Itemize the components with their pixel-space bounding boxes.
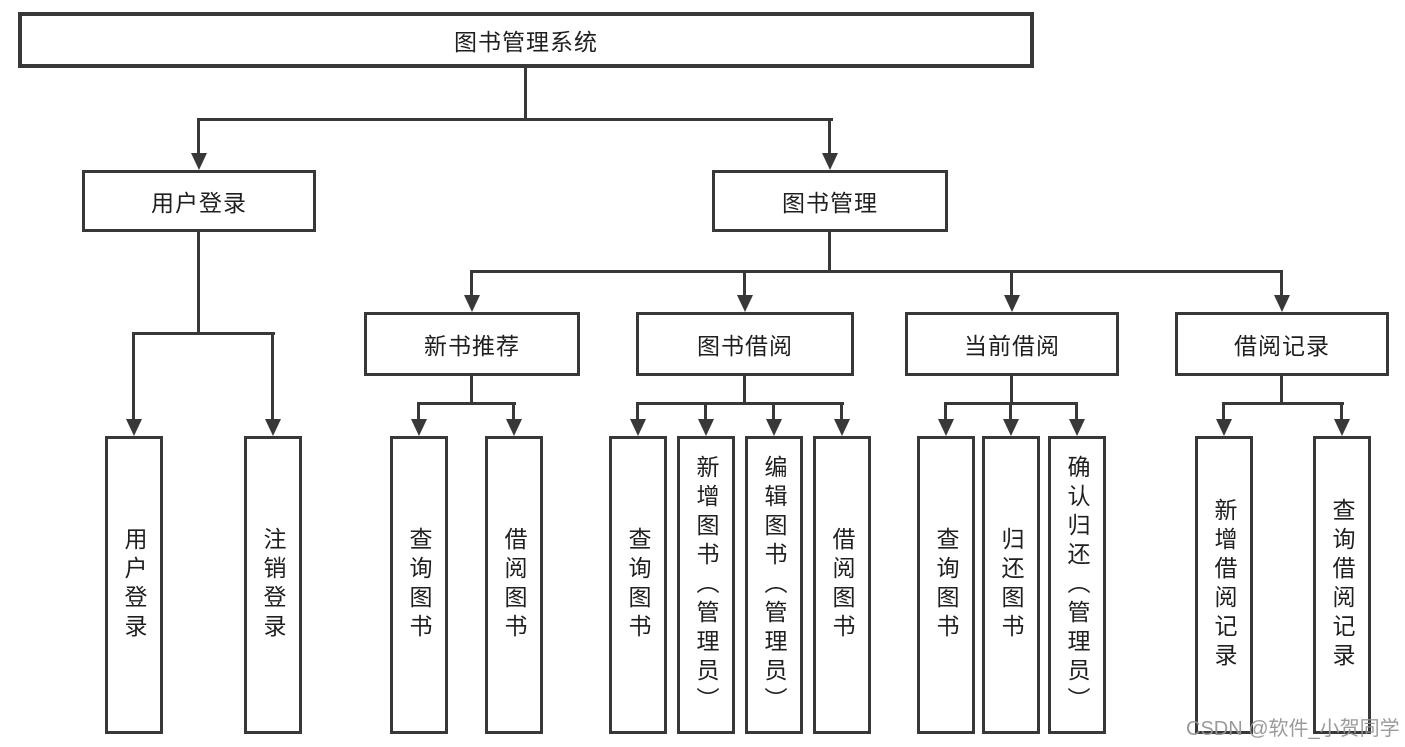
arrow-down-icon: [464, 295, 480, 312]
arrow-down-icon: [1003, 419, 1019, 436]
connector-line: [417, 402, 516, 405]
leaf-label: 查询图书: [625, 527, 651, 643]
connector-line: [1075, 402, 1078, 422]
connector-line: [470, 270, 1283, 273]
connector-line: [828, 232, 831, 273]
connector-line: [132, 332, 275, 335]
arrow-down-icon: [938, 419, 954, 436]
leaf-label: 借阅图书: [829, 527, 855, 643]
node-label: 借阅记录: [1234, 333, 1330, 359]
connector-line: [271, 332, 274, 422]
connector-line: [1280, 376, 1283, 404]
node-current-borrow: 当前借阅: [905, 312, 1119, 376]
leaf-add-borrow-record: 新增借阅记录: [1195, 436, 1253, 734]
arrow-down-icon: [1334, 419, 1350, 436]
leaf-confirm-return-admin: 确认归还（管理员）: [1048, 436, 1106, 734]
node-label: 用户登录: [151, 190, 247, 216]
leaf-label: 用户登录: [121, 527, 147, 643]
leaf-label: 查询借阅记录: [1329, 498, 1355, 672]
arrow-down-icon: [191, 153, 207, 170]
arrow-down-icon: [737, 295, 753, 312]
node-label: 图书管理: [782, 190, 878, 216]
node-user-login: 用户登录: [82, 170, 316, 232]
connector-line: [1009, 402, 1012, 422]
connector-line: [1280, 270, 1283, 298]
connector-line: [704, 402, 707, 422]
node-label: 图书借阅: [697, 333, 793, 359]
leaf-label: 新增图书（管理员）: [693, 454, 719, 716]
arrow-down-icon: [411, 419, 427, 436]
leaf-query-books-borrow: 查询图书: [609, 436, 667, 734]
leaf-label: 归还图书: [998, 527, 1024, 643]
leaf-query-borrow-record: 查询借阅记录: [1313, 436, 1371, 734]
leaf-add-books-admin: 新增图书（管理员）: [677, 436, 735, 734]
connector-line: [197, 232, 200, 334]
connector-line: [470, 376, 473, 404]
leaf-query-books-recommend: 查询图书: [390, 436, 448, 734]
leaf-query-books-current: 查询图书: [917, 436, 975, 734]
connector-line: [636, 402, 639, 422]
node-label: 当前借阅: [964, 333, 1060, 359]
leaf-label: 编辑图书（管理员）: [761, 454, 787, 716]
leaf-label: 借阅图书: [501, 527, 527, 643]
arrow-down-icon: [1069, 419, 1085, 436]
arrow-down-icon: [834, 419, 850, 436]
node-book-management: 图书管理: [712, 170, 948, 232]
arrow-down-icon: [1216, 419, 1232, 436]
node-book-borrow: 图书借阅: [636, 312, 854, 376]
arrow-down-icon: [630, 419, 646, 436]
connector-line: [1222, 402, 1225, 422]
leaf-label: 确认归还（管理员）: [1064, 454, 1090, 716]
arrow-down-icon: [1004, 295, 1020, 312]
connector-line: [1010, 270, 1013, 298]
node-borrow-records: 借阅记录: [1175, 312, 1389, 376]
connector-line: [828, 118, 831, 158]
node-root: 图书管理系统: [18, 12, 1034, 68]
connector-line: [417, 402, 420, 422]
leaf-user-login: 用户登录: [105, 436, 163, 734]
connector-line: [512, 402, 515, 422]
arrow-down-icon: [1274, 295, 1290, 312]
node-root-label: 图书管理系统: [454, 29, 598, 55]
connector-line: [1010, 376, 1013, 404]
connector-line: [470, 270, 473, 298]
arrow-down-icon: [698, 419, 714, 436]
arrow-down-icon: [506, 419, 522, 436]
connector-line: [524, 68, 527, 120]
arrow-down-icon: [822, 153, 838, 170]
arrow-down-icon: [265, 419, 281, 436]
connector-line: [197, 118, 200, 158]
arrow-down-icon: [126, 419, 142, 436]
connector-line: [840, 402, 843, 422]
connector-line: [132, 332, 135, 422]
leaf-label: 注销登录: [260, 527, 286, 643]
leaf-label: 查询图书: [406, 527, 432, 643]
node-new-book-recommend: 新书推荐: [364, 312, 580, 376]
leaf-borrow-books: 借阅图书: [813, 436, 871, 734]
arrow-down-icon: [766, 419, 782, 436]
connector-line: [944, 402, 947, 422]
connector-line: [1222, 402, 1344, 405]
connector-line: [743, 270, 746, 298]
node-label: 新书推荐: [424, 333, 520, 359]
connector-line: [1340, 402, 1343, 422]
leaf-label: 查询图书: [933, 527, 959, 643]
leaf-label: 新增借阅记录: [1211, 498, 1237, 672]
connector-line: [636, 402, 844, 405]
leaf-return-books: 归还图书: [982, 436, 1040, 734]
connector-line: [743, 376, 746, 404]
leaf-borrow-books-recommend: 借阅图书: [485, 436, 543, 734]
watermark: CSDN @软件_小贺同学: [1186, 718, 1400, 740]
connector-line: [772, 402, 775, 422]
leaf-edit-books-admin: 编辑图书（管理员）: [745, 436, 803, 734]
leaf-logout: 注销登录: [244, 436, 302, 734]
connector-line: [197, 118, 833, 121]
